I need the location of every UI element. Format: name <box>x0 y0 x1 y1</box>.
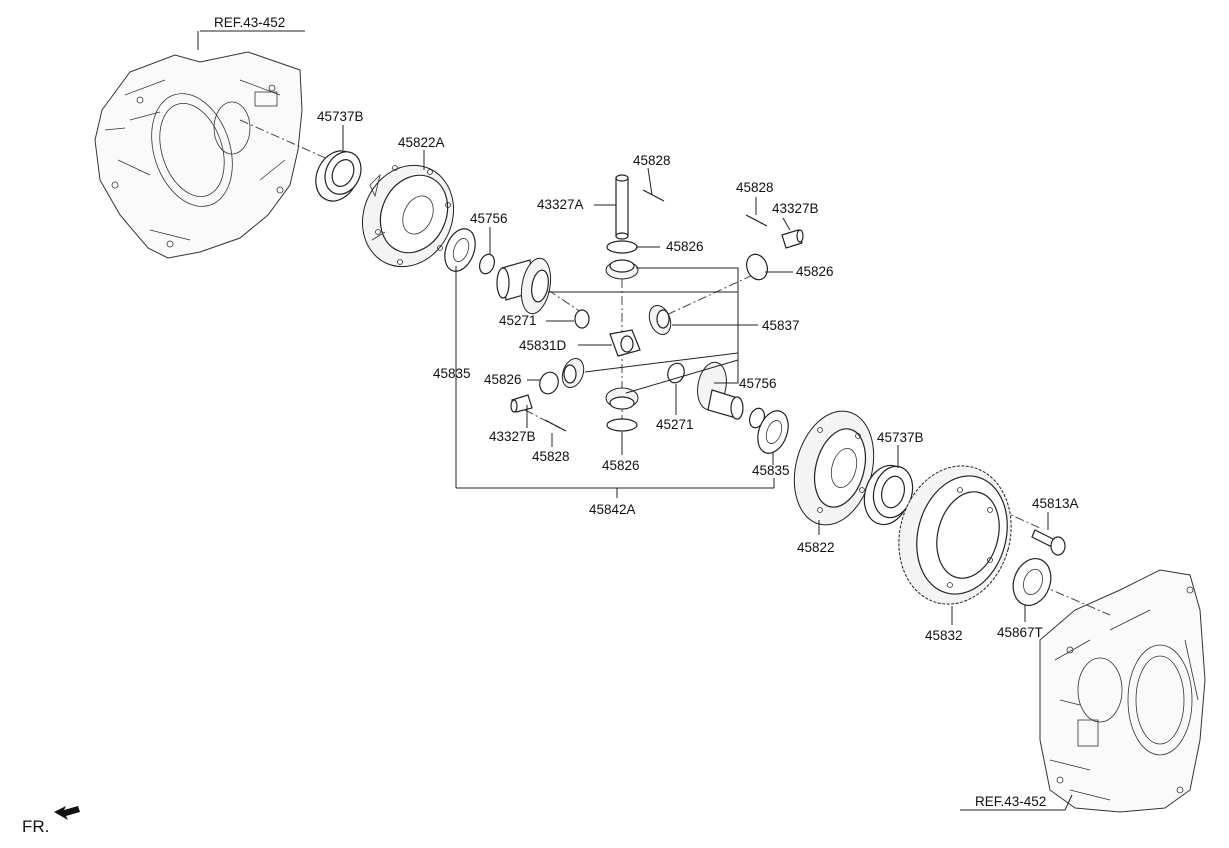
ref-label-top[interactable]: REF.43-452 <box>214 15 285 30</box>
part-label-45271-bottom[interactable]: 45271 <box>656 417 694 432</box>
pinion-gear-top <box>605 259 639 280</box>
part-label-45756-bottom[interactable]: 45756 <box>739 376 777 391</box>
front-direction-indicator: FR. <box>22 806 80 836</box>
part-label-45826-a[interactable]: 45826 <box>666 239 704 254</box>
leader-lines <box>197 30 1073 811</box>
thrust-washer-45835-right <box>757 410 789 454</box>
bearing-45737b-top <box>315 150 362 202</box>
part-label-45867t[interactable]: 45867T <box>997 625 1043 640</box>
transmission-case-top <box>94 51 303 259</box>
part-label-45813a[interactable]: 45813A <box>1032 496 1079 511</box>
centerline-washer <box>1039 584 1111 616</box>
part-label-45832[interactable]: 45832 <box>925 628 963 643</box>
part-label-45837[interactable]: 45837 <box>762 318 800 333</box>
part-label-45737b-bottom[interactable]: 45737B <box>877 430 924 445</box>
part-label-45828-c[interactable]: 45828 <box>532 449 570 464</box>
pinion-shaft-43327b-bottom <box>510 394 533 413</box>
part-label-45737b-top[interactable]: 45737B <box>317 109 364 124</box>
front-arrow-icon <box>54 806 80 820</box>
transmission-case-bottom <box>1039 569 1206 813</box>
pin-45828-c <box>544 419 567 432</box>
centerline-pin <box>524 409 561 429</box>
part-label-45828-a[interactable]: 45828 <box>633 153 671 168</box>
part-label-45271-top[interactable]: 45271 <box>499 313 537 328</box>
part-label-43327b-top[interactable]: 43327B <box>772 201 819 216</box>
shim-45867t <box>1012 558 1052 606</box>
part-label-45831d[interactable]: 45831D <box>519 338 567 353</box>
spider-45831d <box>609 329 641 357</box>
bolt-45813a <box>1031 529 1066 556</box>
part-label-45826-d[interactable]: 45826 <box>602 458 640 473</box>
differential-cover-45822 <box>793 410 875 526</box>
washer-45826-b <box>746 253 768 281</box>
part-label-45756-top[interactable]: 45756 <box>470 211 508 226</box>
part-label-45835-right[interactable]: 45835 <box>752 463 790 478</box>
ref-label-bottom[interactable]: REF.43-452 <box>975 794 1046 809</box>
part-label-45842a[interactable]: 45842A <box>589 502 636 517</box>
thrust-washer-45835-left <box>444 228 476 272</box>
ring-gear-45832 <box>898 465 1012 605</box>
bearing-45737b-bottom <box>863 464 914 526</box>
washer-45271-top <box>574 309 590 329</box>
front-direction-label: FR. <box>22 817 49 836</box>
pin-45828-b <box>745 214 768 227</box>
part-label-45826-b[interactable]: 45826 <box>796 264 834 279</box>
pinion-gear-45837 <box>648 304 672 336</box>
part-label-43327b-bottom[interactable]: 43327B <box>489 429 536 444</box>
washer-45826-c <box>539 371 559 395</box>
washer-45826-d <box>606 418 638 432</box>
side-gear-bottom <box>697 361 744 420</box>
side-gear-top <box>496 257 552 315</box>
differential-case-45822a <box>361 164 455 268</box>
part-label-45828-b[interactable]: 45828 <box>736 180 774 195</box>
centerline-pinion-right <box>659 267 769 319</box>
part-label-45822a[interactable]: 45822A <box>398 135 445 150</box>
snap-ring-45756-top <box>478 253 496 275</box>
pinion-gear-bottom <box>605 387 639 410</box>
washer-45826-a <box>606 240 638 254</box>
pin-45828-a <box>642 189 665 202</box>
washer-45271-bottom <box>667 362 685 384</box>
part-label-43327a[interactable]: 43327A <box>537 197 584 212</box>
pinion-shaft-43327b-top <box>781 229 804 249</box>
part-label-45835-left[interactable]: 45835 <box>433 366 471 381</box>
pinion-shaft-43327a <box>615 174 629 240</box>
pinion-gear-left <box>561 357 585 389</box>
part-label-45822[interactable]: 45822 <box>797 540 835 555</box>
part-label-45826-c[interactable]: 45826 <box>484 372 522 387</box>
